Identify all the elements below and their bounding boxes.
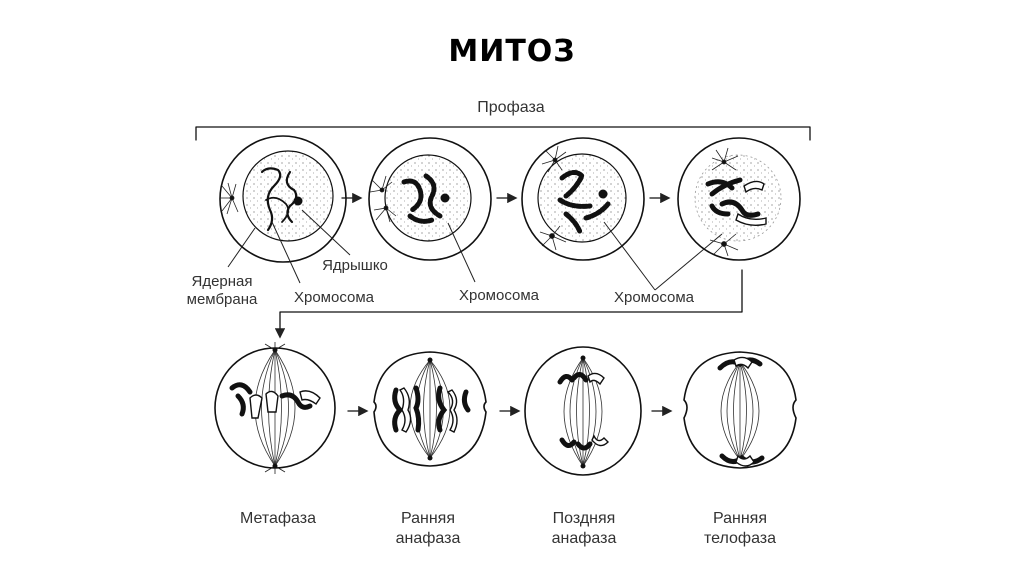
prophase-cell-2 xyxy=(368,137,492,261)
prophase-cell-1 xyxy=(219,135,347,263)
label-nuclear-membrane-1: Ядерная xyxy=(191,273,252,290)
label-early-telophase-2: телофаза xyxy=(704,530,776,547)
nucleus-fading xyxy=(694,154,782,242)
page-title: МИТОЗ xyxy=(448,34,576,69)
label-nucleolus: Ядрышко xyxy=(322,257,388,274)
nucleus xyxy=(242,150,334,242)
early-anaphase-cell xyxy=(373,351,487,467)
nucleolus-dot xyxy=(293,196,303,206)
nucleus xyxy=(537,153,627,243)
label-chromosome-2: Хромосома xyxy=(459,287,540,304)
prophase-cell-4 xyxy=(677,137,801,261)
label-metaphase: Метафаза xyxy=(240,510,316,527)
connector-arrow xyxy=(274,269,743,339)
prophase-label: Профаза xyxy=(477,99,545,116)
label-early-anaphase-2: анафаза xyxy=(396,530,461,547)
nucleus xyxy=(384,154,472,242)
late-anaphase-cell xyxy=(524,346,642,476)
metaphase-cell xyxy=(214,342,336,474)
prophase-bracket: Профаза xyxy=(195,99,811,141)
label-chromosome-1: Хромосома xyxy=(294,289,375,306)
early-telophase-cell xyxy=(683,351,797,469)
phase-labels: Метафаза Ранняя анафаза Поздняя анафаза … xyxy=(240,510,776,547)
label-late-anaphase-2: анафаза xyxy=(552,530,617,547)
prophase-labels: Ядерная мембрана Ядрышко Хромосома Хромо… xyxy=(187,257,695,308)
prophase-cell-3 xyxy=(521,137,645,261)
label-pointers xyxy=(227,209,723,291)
label-late-anaphase-1: Поздняя xyxy=(553,510,616,527)
label-early-anaphase-1: Ранняя xyxy=(401,510,455,527)
label-chromosome-3: Хромосома xyxy=(614,289,695,306)
centrosome xyxy=(220,182,239,215)
label-nuclear-membrane-2: мембрана xyxy=(187,291,258,308)
label-early-telophase-1: Ранняя xyxy=(713,510,767,527)
